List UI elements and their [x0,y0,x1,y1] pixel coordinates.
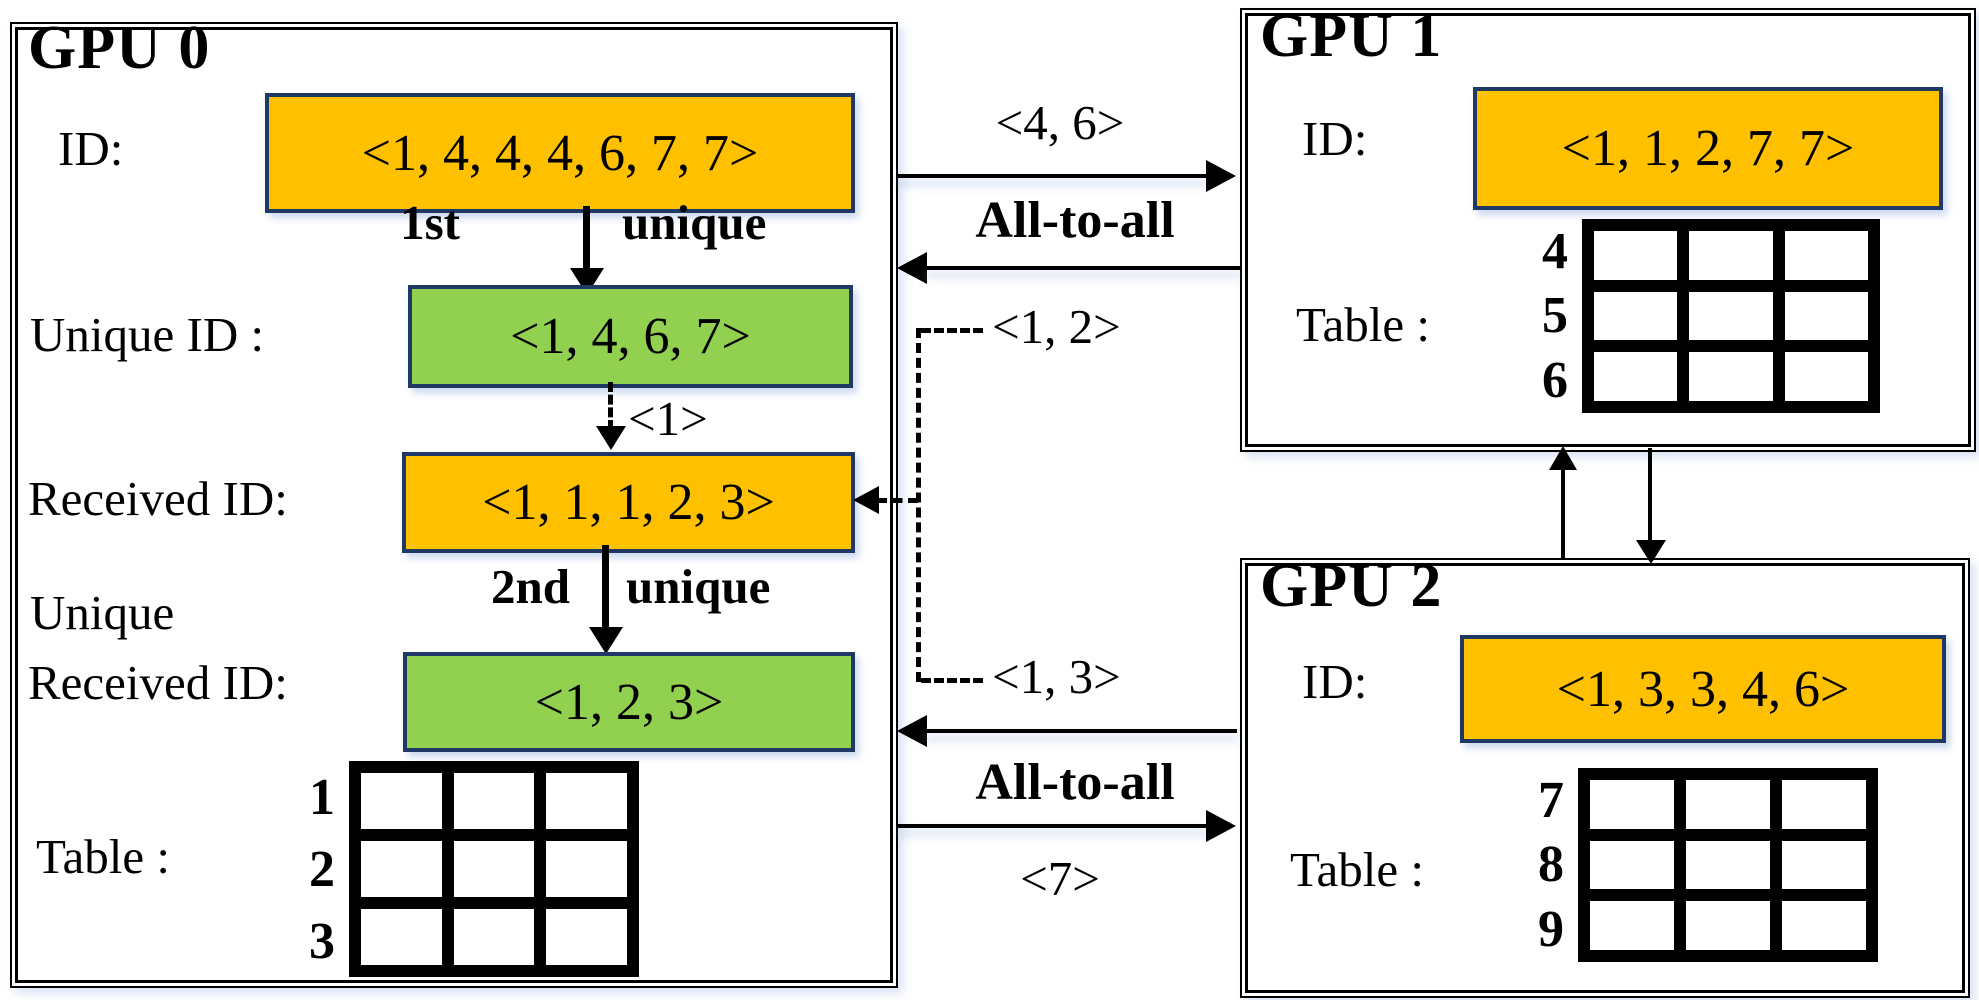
gpu1-to-gpu0-arrow-line [925,266,1240,270]
gpu0-to-gpu2-payload-label: <7> [1020,851,1100,906]
gpu1-table-row-index: 4 [1542,222,1568,280]
table-cell [1689,352,1773,401]
gpu0-table-row-indices: 1 2 3 [245,761,349,977]
table-cell [1594,231,1678,280]
table-cell [1689,231,1773,280]
gpu0-unique-received-value-box: <1, 2, 3> [403,652,855,752]
gpu2-to-gpu0-arrowhead-icon [897,715,927,747]
gpu1-table-grid [1582,219,1880,413]
table-cell [1686,901,1770,950]
gpu2-table-row-index: 9 [1538,901,1564,959]
gpu2-dashed-segment [921,678,983,683]
gpu2-to-gpu0-arrow-line [925,729,1237,733]
gpu0-table-label: Table : [36,829,170,884]
gpu0-embedding-table: 1 2 3 [245,761,639,977]
table-cell [1686,780,1770,829]
gpu1-table-row-index: 5 [1542,287,1568,345]
table-cell [1594,352,1678,401]
table-cell [1590,840,1674,890]
table-cell [546,773,627,829]
gpu1-to-gpu2-arrowhead-icon [1636,540,1666,564]
table-cell [453,773,535,829]
gpu2-embedding-table: 7 8 9 [1486,768,1878,962]
gpu1-title: GPU 1 [1260,2,1443,70]
gpu0-unique-id-label: Unique ID : [30,307,265,362]
gpu0-received-id-value-box: <1, 1, 1, 2, 3> [402,452,855,553]
gpu1-id-value-box: <1, 1, 2, 7, 7> [1473,87,1943,210]
gpu0-unique-received-label-line2: Received ID: [28,655,288,710]
gpu0-second-unique-suffix: unique [626,559,771,614]
gpu0-to-gpu1-payload-label: <4, 6> [995,95,1125,150]
gpu0-received-id-label: Received ID: [28,471,288,526]
gpu0-second-unique-arrow-line [602,545,609,630]
gpu0-unique-id-value-box: <1, 4, 6, 7> [408,285,853,388]
gpu2-table-row-index: 8 [1538,836,1564,894]
table-cell [1782,780,1866,829]
table-cell [1594,291,1678,341]
gpu0-to-gpu1-arrowhead-icon [1206,160,1236,192]
table-cell [1784,231,1868,280]
table-cell [546,841,627,897]
gpu0-to-gpu2-arrowhead-icon [1206,810,1236,842]
gpu0-id-label: ID: [58,121,124,176]
gpu0-forward-label: <1> [628,391,708,446]
gpu2-table-label: Table : [1290,842,1424,897]
dashed-arrowhead-icon [853,486,879,514]
gpu2-title: GPU 2 [1260,552,1443,620]
table-cell [361,841,442,897]
table-cell [453,909,535,965]
gpu2-table-row-index: 7 [1538,771,1564,829]
gpu0-second-unique-arrowhead-icon [589,627,623,654]
gpu0-id-value-box: <1, 4, 4, 4, 6, 7, 7> [265,93,855,213]
table-cell [361,909,442,965]
table-cell [1782,840,1866,890]
table-cell [1689,291,1773,341]
gpu1-to-gpu2-arrow-line [1648,448,1652,544]
gpu0-table-row-index: 3 [309,912,335,970]
gpu1-to-gpu0-arrowhead-icon [897,252,927,284]
gpu0-table-grid [349,761,639,977]
table-cell [1590,901,1674,950]
table-cell [361,773,442,829]
gpu0-first-unique-suffix: unique [622,195,767,250]
dashed-arrow-line [877,498,918,503]
gpu1-table-row-indices: 4 5 6 [1496,219,1582,413]
gpu1-dashed-segment [921,328,983,333]
gpu1-id-label: ID: [1302,111,1368,166]
alltoall-bottom-label: All-to-all [975,754,1175,811]
table-cell [1784,291,1868,341]
gpu2-id-label: ID: [1302,654,1368,709]
table-cell [1686,840,1770,890]
gpu2-to-gpu1-arrow-line [1561,464,1565,558]
gpu2-to-gpu0-payload-label: <1, 3> [992,649,1121,704]
gpu0-first-unique-arrow-line [583,206,590,272]
gpu0-forward-arrowhead-icon [596,426,626,450]
gpu0-unique-received-label-line1: Unique [30,585,175,640]
gpu2-table-row-indices: 7 8 9 [1486,768,1578,962]
gpu1-table-label: Table : [1296,297,1430,352]
table-cell [1782,901,1866,950]
gpu0-forward-dashed-line [608,382,613,430]
dashed-vertical-line [916,328,921,682]
table-cell [546,909,627,965]
gpu2-table-grid [1578,768,1878,962]
gpu0-table-row-index: 2 [309,840,335,898]
gpu0-title: GPU 0 [28,14,211,82]
alltoall-top-label: All-to-all [975,192,1175,249]
gpu1-to-gpu0-payload-label: <1, 2> [992,299,1121,354]
gpu0-second-unique-prefix: 2nd [490,559,570,614]
gpu1-embedding-table: 4 5 6 [1496,219,1880,413]
gpu0-to-gpu2-arrow-line [897,824,1209,828]
table-cell [453,841,535,897]
gpu0-to-gpu1-arrow-line [897,174,1209,178]
table-cell [1590,780,1674,829]
gpu2-id-value-box: <1, 3, 3, 4, 6> [1460,635,1946,743]
gpu1-table-row-index: 6 [1542,352,1568,410]
table-cell [1784,352,1868,401]
gpu0-table-row-index: 1 [309,768,335,826]
gpu0-first-unique-prefix: 1st [400,195,460,250]
